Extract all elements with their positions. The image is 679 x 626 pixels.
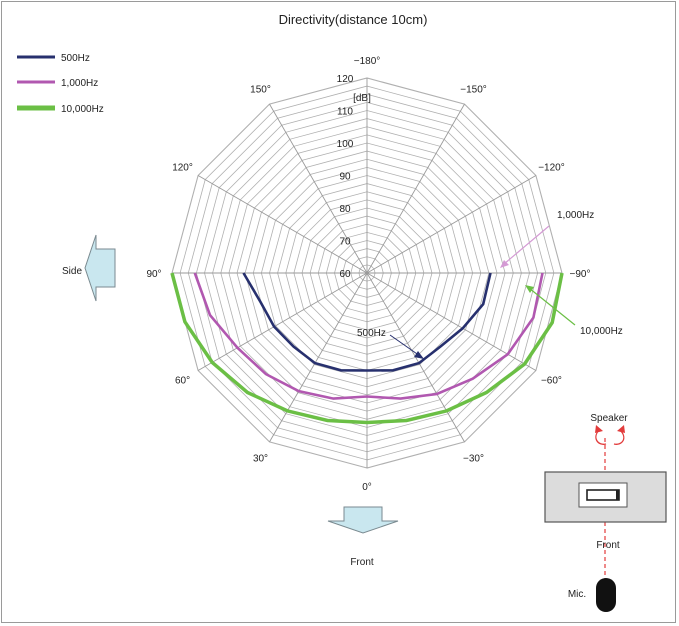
annotation-1000hz-arrowhead (500, 260, 509, 268)
angle-tick-label: −120° (538, 163, 565, 174)
radial-tick-label: 90 (339, 172, 351, 183)
series-line (170, 272, 564, 425)
angle-tick-label: −30° (463, 453, 484, 464)
mic-label: Mic. (568, 589, 586, 600)
annotation-10000hz-arrow (528, 287, 576, 326)
radial-tick-label: 120 (337, 74, 354, 85)
front-indicator: Front (327, 506, 399, 568)
annotation-10000hz-label: 10,000Hz (580, 326, 623, 337)
radial-tick-label: 60 (339, 269, 351, 280)
rotation-arrowhead-right (617, 425, 625, 433)
annotation-500hz: 500Hz (357, 328, 424, 359)
mic-icon (596, 578, 616, 612)
radial-tick-label: 110 (337, 107, 353, 118)
annotation-1000hz-label: 1,000Hz (557, 210, 594, 221)
angle-tick-labels: −180° −150° −120° −90° −60° −30° 0° 30° 60° 90° 12… (146, 56, 590, 493)
legend: 500Hz 1,000Hz 10,000Hz (17, 53, 104, 115)
radial-tick-label: 80 (339, 204, 351, 215)
annotation-10000hz-arrowhead (525, 285, 534, 293)
legend-label-1000hz: 1,000Hz (61, 78, 98, 89)
angle-tick-label: 150° (250, 85, 271, 96)
annotation-500hz-arrowhead (414, 351, 424, 359)
speaker-icon (586, 489, 620, 501)
series-line (193, 272, 544, 400)
angle-tick-label: −90° (570, 269, 591, 280)
radar-spokes (172, 78, 562, 468)
radial-tick-label: 100 (337, 139, 354, 150)
setup-diagram: Speaker Front Mic. (544, 413, 667, 612)
front-arrow-icon (327, 506, 399, 534)
angle-tick-label: −60° (541, 376, 562, 387)
angle-tick-label: 90° (146, 269, 161, 280)
chart-title: Directivity(distance 10cm) (279, 12, 428, 27)
side-indicator: Side (62, 234, 116, 302)
radial-tick-labels: 60 70 80 90 100 110 120 (337, 74, 354, 280)
angle-tick-label: −150° (460, 85, 487, 96)
series-line (242, 272, 492, 372)
radial-tick-label: 70 (339, 237, 351, 248)
speaker-label: Speaker (590, 413, 628, 424)
annotation-1000hz: 1,000Hz (500, 210, 594, 268)
side-label: Side (62, 266, 82, 277)
legend-label-500hz: 500Hz (61, 53, 90, 64)
annotation-500hz-label: 500Hz (357, 328, 386, 339)
front-label: Front (350, 557, 374, 568)
angle-tick-label: 0° (362, 482, 372, 493)
annotation-10000hz: 10,000Hz (525, 285, 623, 337)
angle-tick-label: 120° (172, 163, 193, 174)
annotation-500hz-arrow (389, 334, 421, 357)
angle-tick-label: 60° (175, 376, 190, 387)
speaker-icon-tab (616, 490, 619, 500)
angle-tick-label: 30° (253, 453, 268, 464)
angle-tick-label: −180° (354, 56, 381, 67)
rotation-arrow-icon (595, 429, 625, 445)
series-lines (170, 272, 564, 425)
speaker-front-label: Front (596, 540, 620, 551)
radial-unit-label: [dB] (353, 93, 371, 104)
annotation-1000hz-arrow (503, 225, 550, 265)
side-arrow-icon (84, 234, 116, 302)
grid-spoke (269, 103, 465, 443)
legend-label-10000hz: 10,000Hz (61, 104, 104, 115)
rotation-arrowhead-left (595, 425, 603, 433)
